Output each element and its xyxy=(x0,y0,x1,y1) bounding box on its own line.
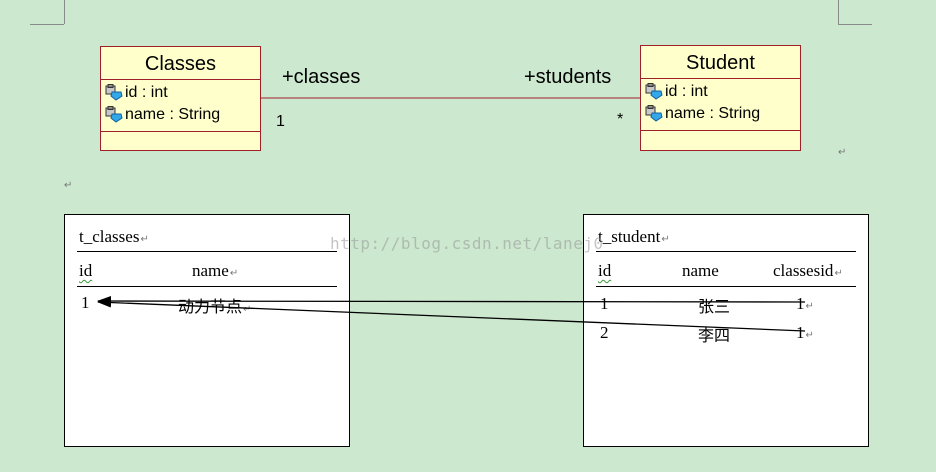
page-corner-mark xyxy=(30,24,64,25)
cell-id: 1 xyxy=(600,294,609,313)
attribute-icon xyxy=(645,83,663,100)
paragraph-mark: ↵ xyxy=(64,180,73,191)
page-corner-mark xyxy=(64,0,65,24)
uml-attribute-text: name : String xyxy=(665,105,761,122)
uml-attribute-list: id : int name : String xyxy=(641,79,800,131)
uml-attribute-text: name : String xyxy=(125,106,221,123)
table-rule xyxy=(596,286,856,287)
uml-class-name: Classes xyxy=(101,47,260,80)
uml-attribute-list: id : int name : String xyxy=(101,80,260,132)
page-corner-mark xyxy=(838,24,872,25)
attribute-icon xyxy=(105,106,123,123)
table-rule xyxy=(77,251,337,252)
cell-classesid: 1↵ xyxy=(796,323,814,342)
uml-operation-list xyxy=(641,131,800,150)
uml-operation-list xyxy=(101,132,260,151)
column-header-name: name xyxy=(682,261,719,280)
table-title: t_student↵ xyxy=(598,227,670,246)
column-header-classesid: classesid↵ xyxy=(773,261,843,280)
cell-id: 1 xyxy=(81,293,90,312)
cell-name: 张三 xyxy=(698,297,731,316)
association-multiplicity-left: 1 xyxy=(276,113,285,130)
table-rule xyxy=(77,286,337,287)
association-role-left: +classes xyxy=(282,66,361,88)
association-role-right: +students xyxy=(524,66,612,88)
uml-class-name: Student xyxy=(641,46,800,79)
uml-attribute: name : String xyxy=(101,104,260,126)
column-header-id: id xyxy=(79,261,93,280)
column-header-id: id xyxy=(598,261,612,280)
cell-id: 2 xyxy=(600,323,609,342)
watermark: http://blog.csdn.net/lanej0 xyxy=(330,234,604,253)
uml-class-classes[interactable]: Classes id : int name : String xyxy=(100,46,261,151)
table-t-classes: t_classes↵ id name↵ 1 动力节点↵ xyxy=(64,214,350,447)
table-rule xyxy=(596,251,856,252)
association-multiplicity-right: * xyxy=(617,111,624,128)
column-header-name: name↵ xyxy=(192,261,239,280)
uml-attribute-text: id : int xyxy=(125,84,168,101)
uml-attribute: name : String xyxy=(641,103,800,125)
paragraph-mark: ↵ xyxy=(838,147,847,158)
table-t-student: t_student↵ id name classesid↵ 1 张三 1↵ 2 … xyxy=(583,214,869,447)
attribute-icon xyxy=(105,84,123,101)
cell-name: 李四 xyxy=(698,326,731,345)
uml-attribute: id : int xyxy=(641,81,800,103)
cell-classesid: 1↵ xyxy=(796,294,814,313)
attribute-icon xyxy=(645,105,663,122)
table-title: t_classes↵ xyxy=(79,227,149,246)
uml-attribute: id : int xyxy=(101,82,260,104)
uml-class-student[interactable]: Student id : int name : String xyxy=(640,45,801,151)
page-corner-mark xyxy=(838,0,839,24)
uml-attribute-text: id : int xyxy=(665,83,708,100)
cell-name: 动力节点↵ xyxy=(178,297,252,316)
